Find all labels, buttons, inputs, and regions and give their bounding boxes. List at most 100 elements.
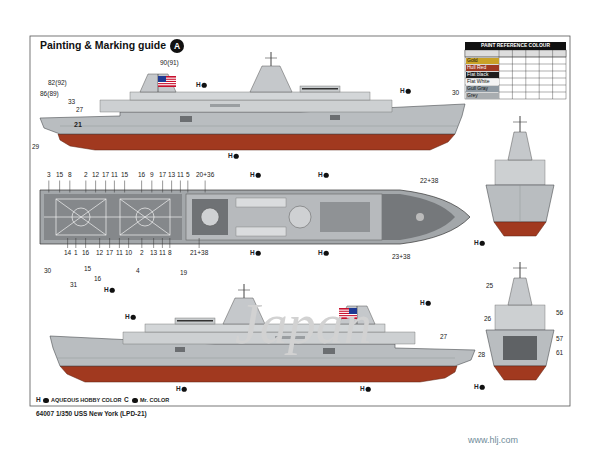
callout-number: 30 — [452, 90, 459, 97]
leader-line — [85, 181, 86, 193]
callout-number: 57 — [556, 336, 563, 343]
ship-shape — [494, 366, 546, 380]
ship-shape — [495, 160, 545, 185]
callout-number: 11 — [177, 172, 184, 179]
paint-code-dot — [256, 251, 261, 256]
callout-number: 16 — [82, 250, 89, 257]
callout-number: 2 — [84, 172, 88, 179]
ship-shape — [552, 50, 553, 99]
paint-callout: H — [125, 314, 130, 321]
paint-code-dot — [256, 173, 261, 178]
paint-name: Grey — [467, 93, 478, 98]
ship-shape — [525, 50, 526, 99]
paint-callout: H — [318, 250, 323, 257]
callout-number: 82(92) — [48, 80, 67, 87]
paint-callout: H — [250, 250, 255, 257]
ship-shape — [201, 208, 219, 226]
callout-number: 22+38 — [420, 178, 438, 185]
paint-callout: H — [400, 88, 405, 95]
callout-number: 26 — [484, 316, 491, 323]
callout-number: 11 — [116, 250, 123, 257]
leader-line — [105, 181, 106, 193]
marking-text: C — [124, 397, 129, 404]
paint-callout: H — [318, 172, 323, 179]
callout-number: 15 — [56, 172, 63, 179]
legend-text: Mr. COLOR — [140, 398, 169, 404]
leader-line — [205, 181, 206, 193]
paint-code-dot — [131, 315, 136, 320]
paint-callout: H — [360, 386, 365, 393]
leader-line — [67, 238, 68, 248]
callout-number: 13 — [150, 250, 157, 257]
callout-number: 12 — [96, 250, 103, 257]
callout-number: 61 — [556, 350, 563, 357]
callout-number: 9 — [150, 172, 154, 179]
ship-shape — [486, 185, 554, 222]
leader-line — [75, 238, 76, 248]
paint-callout: H — [176, 386, 181, 393]
paint-code-dot — [426, 301, 431, 306]
ship-shape — [499, 50, 500, 99]
ship-stern-view — [486, 262, 554, 380]
badge-letter: A — [174, 42, 180, 51]
ship-shape — [192, 199, 228, 235]
callout-number: 27 — [76, 107, 83, 114]
ship-shape — [236, 227, 286, 236]
callout-number: 11 — [159, 250, 166, 257]
legend-text: AQUEOUS HOBBY COLOR — [51, 398, 122, 404]
paint-callout: H — [420, 300, 425, 307]
callout-number: 8 — [168, 250, 172, 257]
callout-number: 56 — [556, 310, 563, 317]
paint-code-dot — [480, 241, 485, 246]
callout-number: 19 — [180, 270, 187, 277]
ship-shape — [513, 268, 527, 269]
ship-shape — [186, 194, 382, 240]
callout-number: 2 — [140, 250, 144, 257]
paint-callout: H — [196, 82, 201, 89]
marking-text: H — [36, 397, 41, 404]
paint-code-dot — [182, 387, 187, 392]
ship-shape — [495, 305, 545, 330]
ship-shape — [289, 206, 311, 228]
paint-name: Gull Gray — [467, 86, 488, 91]
callout-number: 11 — [111, 172, 118, 179]
callout-number: 4 — [136, 268, 140, 275]
legend-symbol — [132, 398, 138, 404]
leader-line — [141, 181, 142, 193]
paint-callout: H — [104, 287, 109, 294]
ship-shape — [416, 213, 424, 221]
callout-number: 5 — [186, 172, 190, 179]
callout-number: 15 — [121, 172, 128, 179]
sheet-letter-badge: A — [170, 39, 184, 53]
callout-number: 30 — [44, 268, 51, 275]
callout-number: 86(89) — [40, 91, 59, 98]
ship-bow-view — [486, 116, 554, 236]
ship-shape — [513, 122, 527, 123]
marking-text: 21 — [74, 121, 82, 128]
leader-line — [171, 181, 172, 193]
ship-shape — [30, 36, 570, 406]
paint-code-dot — [110, 288, 115, 293]
paint-code-dot — [480, 385, 485, 390]
callout-number: 33 — [68, 99, 75, 106]
ship-shape — [520, 262, 521, 278]
paint-name: Hull Red — [467, 65, 486, 70]
ship-shape — [503, 336, 537, 360]
callout-number: 27 — [440, 334, 447, 341]
ship-shape — [40, 190, 470, 244]
leader-line — [169, 238, 170, 248]
callout-number: 25 — [486, 283, 493, 290]
paint-callout: H — [250, 172, 255, 179]
ship-shape — [508, 278, 532, 305]
ship-shape — [56, 199, 106, 235]
leader-line — [109, 238, 110, 248]
callout-number: 21+38 — [190, 250, 208, 257]
ship-shape — [120, 199, 170, 235]
page-title: Painting & Marking guide — [40, 40, 166, 51]
ship-shape — [120, 199, 170, 235]
ship-shape — [72, 208, 90, 226]
callout-number: 17 — [102, 172, 109, 179]
paint-name: Gold — [467, 58, 478, 63]
ship-shape — [465, 50, 566, 57]
